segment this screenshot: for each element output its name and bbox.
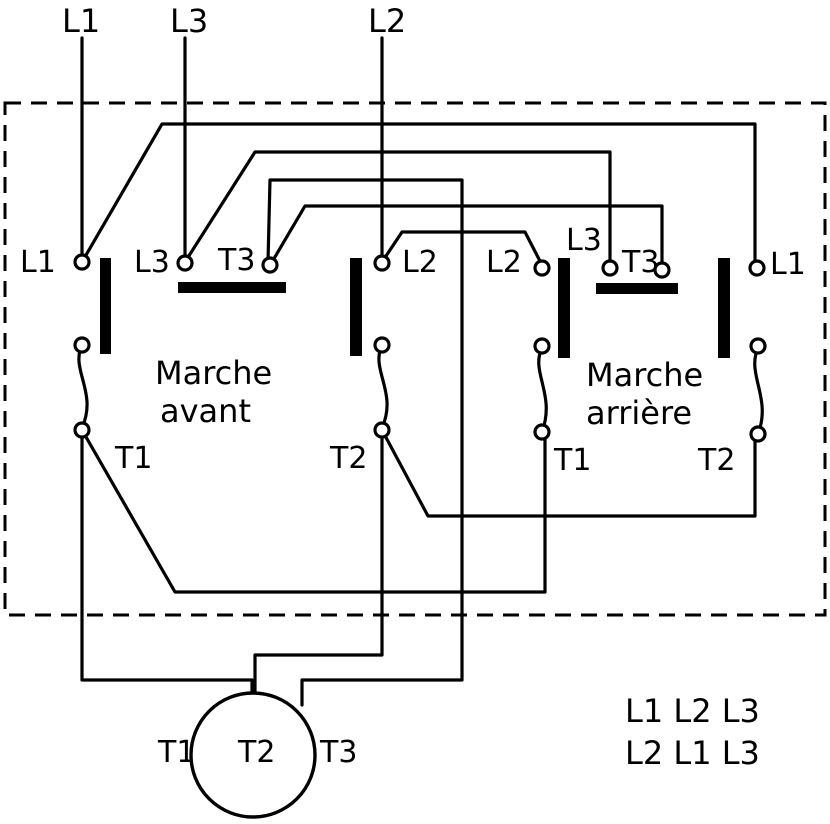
reverse-label-t1: T1: [553, 443, 591, 478]
wire-forward-t2-to-reverse: [380, 428, 757, 518]
terminal-reverse-l2: [533, 259, 551, 277]
supply-label-l3: L3: [170, 2, 208, 40]
forward-overload-1: [77, 343, 89, 430]
supply-label-l1: L1: [62, 2, 100, 40]
phase-order-forward: L1 L2 L3: [625, 692, 760, 730]
terminal-reverse-overload-1-top: [533, 337, 551, 355]
terminal-forward-l2: [373, 254, 391, 272]
motor-circle: [189, 691, 317, 819]
terminal-reverse-t2: [749, 425, 767, 443]
forward-label-l1: L1: [20, 245, 56, 280]
forward-contact-bar-2: [178, 282, 286, 293]
reverse-contactor: [537, 258, 764, 436]
terminal-forward-overload-1-top: [73, 336, 91, 354]
supply-label-l2: L2: [368, 2, 406, 40]
reverse-contact-bar-2: [596, 283, 678, 294]
crossover-wires: [80, 122, 757, 707]
reverse-label-t3: T3: [621, 245, 659, 280]
wire-t3-crossover: [270, 204, 664, 270]
forward-label-l2: L2: [402, 245, 438, 280]
reverse-label-l1: L1: [770, 247, 806, 282]
wire-forward-t2-to-motor: [253, 428, 384, 702]
forward-label-t2: T2: [329, 441, 367, 476]
terminal-reverse-t3: [653, 261, 671, 279]
wire-forward-t1-to-reverse: [80, 428, 547, 594]
terminals: [73, 253, 767, 443]
motor-label-t1: T1: [157, 735, 195, 770]
forward-label-t3: T3: [217, 243, 255, 278]
reverse-label-t2: T2: [697, 443, 735, 478]
motor-label-t3: T3: [319, 735, 357, 770]
forward-label-l3: L3: [134, 245, 170, 280]
wire-l2-crossover: [380, 230, 544, 267]
reverse-label-l3: L3: [566, 223, 602, 258]
terminal-reverse-l3: [601, 259, 619, 277]
terminal-reverse-overload-2-top: [749, 337, 767, 355]
terminal-forward-t2: [373, 421, 391, 439]
forward-contact-bar-3: [350, 258, 362, 356]
reverse-overload-1: [537, 346, 548, 434]
terminal-reverse-t1: [533, 423, 551, 441]
wire-t3-to-motor: [266, 178, 464, 707]
motor-label-t2: T2: [237, 735, 275, 770]
reverse-title-line2: arrière: [586, 394, 692, 432]
wire-l3-crossover: [183, 150, 612, 267]
reverse-overload-2: [753, 346, 764, 436]
reverse-contact-bar-1: [558, 258, 570, 358]
forward-contactor: [77, 258, 757, 707]
terminal-forward-t1: [73, 421, 91, 439]
terminal-forward-l1: [73, 253, 91, 271]
terminal-forward-l3: [176, 254, 194, 272]
forward-label-t1: T1: [114, 441, 152, 476]
phase-order-reverse: L2 L1 L3: [625, 734, 760, 772]
reverse-title-line1: Marche: [586, 356, 703, 394]
forward-title-line1: Marche: [155, 354, 272, 392]
terminal-forward-overload-2-top: [373, 336, 391, 354]
contactor-enclosure: [3, 101, 827, 617]
reverse-contact-bar-3: [718, 258, 730, 358]
forward-contact-bar-1: [100, 258, 111, 354]
wire-l1-crossover: [80, 122, 757, 264]
reverse-label-l2: L2: [486, 245, 522, 280]
motor: T1 T2 T3: [157, 691, 357, 819]
terminal-forward-t3: [261, 256, 279, 274]
forward-title-line2: avant: [160, 392, 251, 430]
forward-overload-2: [377, 343, 389, 430]
supply-wires: [80, 36, 384, 264]
terminal-reverse-l1: [748, 259, 766, 277]
